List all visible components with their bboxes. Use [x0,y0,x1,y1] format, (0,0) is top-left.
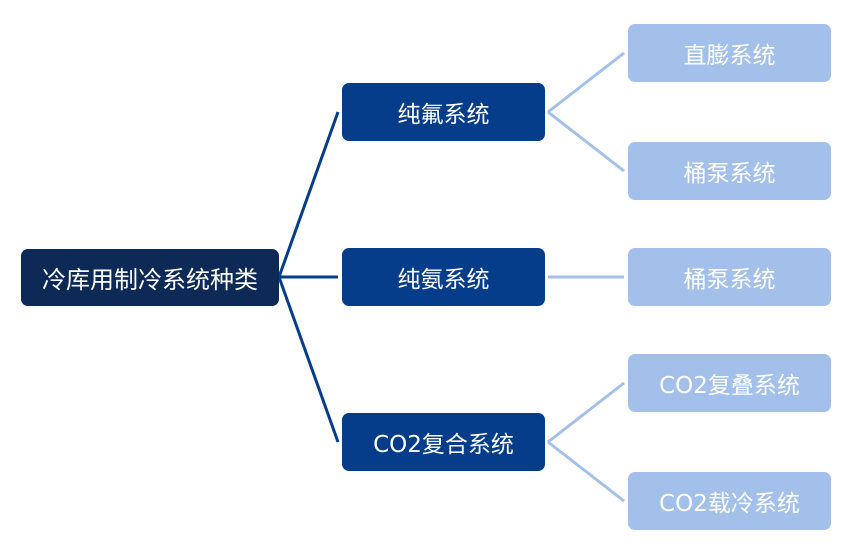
leaf-node-direct-expansion: 直膨系统 [628,24,831,82]
branch-node-pure-ammonia: 纯氨系统 [342,248,545,306]
branch-node-co2-composite: CO2复合系统 [342,413,545,471]
branch-label: 纯氟系统 [397,102,490,128]
leaf-label: CO2复叠系统 [659,373,800,399]
branch-label: 纯氨系统 [397,267,490,293]
leaf-label: 直膨系统 [683,43,776,69]
root-label: 冷库用制冷系统种类 [42,266,258,294]
link-branch-0-leaf-0 [547,51,625,114]
link-branch-0-leaf-1 [547,110,625,173]
branch-node-pure-fluorine: 纯氟系统 [342,83,545,141]
root-node: 冷库用制冷系统种类 [21,249,279,306]
leaf-node-pump-circulation: 桶泵系统 [628,248,831,306]
leaf-label: 桶泵系统 [683,161,776,187]
leaf-node-pump-circulation: 桶泵系统 [628,142,831,200]
link-root-branch-0 [277,111,340,278]
link-branch-2-leaf-1 [547,440,625,503]
branch-label: CO2复合系统 [373,432,514,458]
link-root-branch-2 [277,276,340,443]
link-branch-2-leaf-0 [547,381,625,444]
leaf-node-co2-secondary: CO2载冷系统 [628,472,831,530]
leaf-node-co2-cascade: CO2复叠系统 [628,354,831,412]
leaf-label: 桶泵系统 [683,267,776,293]
leaf-label: CO2载冷系统 [659,491,800,517]
